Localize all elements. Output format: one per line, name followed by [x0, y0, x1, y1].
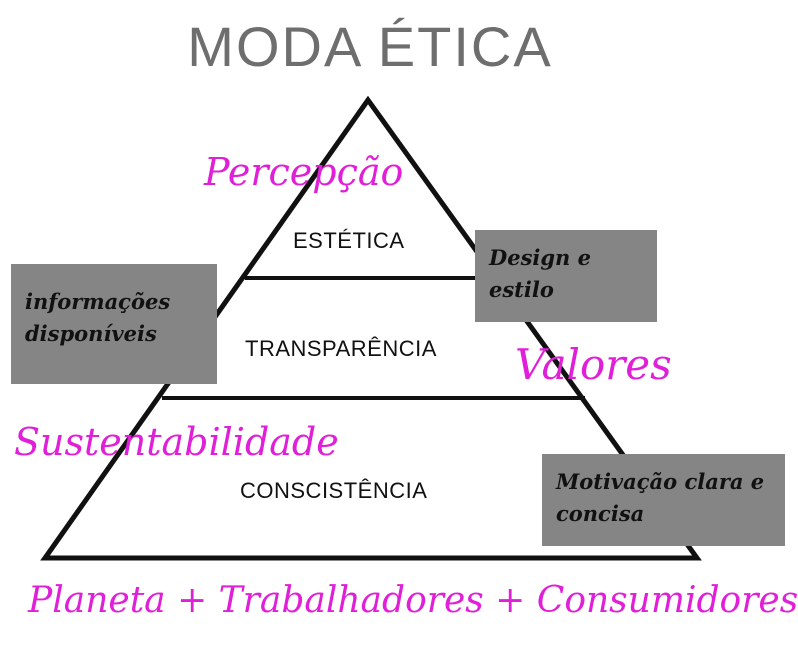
level-transparencia: TRANSPARÊNCIA: [245, 336, 437, 361]
level-conscistencia: CONSCISTÊNCIA: [240, 478, 428, 503]
box-informacoes-disponiveis: informações disponíveis: [11, 264, 217, 384]
label-footer: Planeta + Trabalhadores + Consumidores: [28, 580, 798, 621]
level-estetica: ESTÉTICA: [293, 228, 405, 253]
page-title: MODA ÉTICA: [187, 15, 553, 78]
label-percepcao: Percepção: [204, 150, 404, 194]
label-valores: Valores: [515, 340, 672, 389]
label-sustentabilidade: Sustentabilidade: [14, 420, 339, 464]
box-design-estilo: Design e estilo: [475, 230, 657, 322]
box-motivacao: Motivação clara e concisa: [542, 454, 785, 546]
